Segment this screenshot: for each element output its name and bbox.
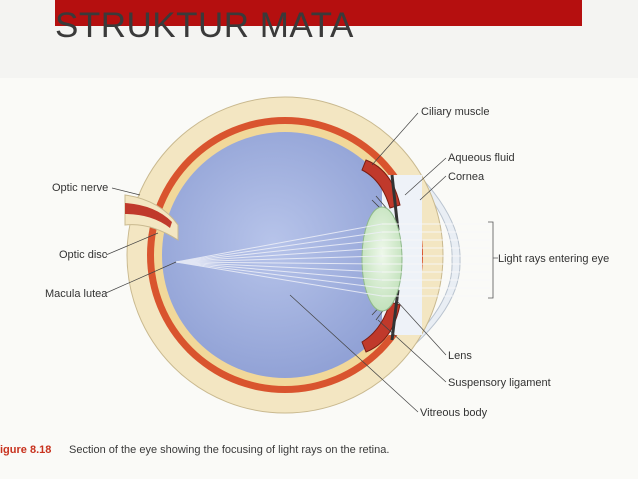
ciliary-muscle-top [361,159,401,209]
caption-text: Section of the eye showing the focusing … [69,444,389,456]
label-macula-lutea: Macula lutea [45,288,108,300]
label-lens: Lens [448,350,472,362]
optic-nerve-vessel [125,203,172,228]
label-ciliary-muscle: Ciliary muscle [421,106,489,118]
light-rays [382,223,490,297]
label-optic-nerve: Optic nerve [52,182,108,194]
iris-bottom [390,289,400,341]
lens-shape [361,206,403,312]
focused-rays [175,223,383,297]
label-vitreous-body: Vitreous body [420,407,488,419]
label-aqueous-fluid: Aqueous fluid [448,152,515,164]
title-bar [55,0,582,26]
iris-top [390,174,400,231]
light-rays-bracket [488,221,498,299]
label-cornea: Cornea [448,171,485,183]
leader-lines [105,112,447,413]
label-optic-disc: Optic disc [59,249,108,261]
label-suspensory-ligament: Suspensory ligament [448,377,551,389]
label-light-rays: Light rays entering eye [498,253,609,265]
slide-title: STRUKTUR MATA [55,6,354,45]
caption-number: igure 8.18 [0,444,51,456]
